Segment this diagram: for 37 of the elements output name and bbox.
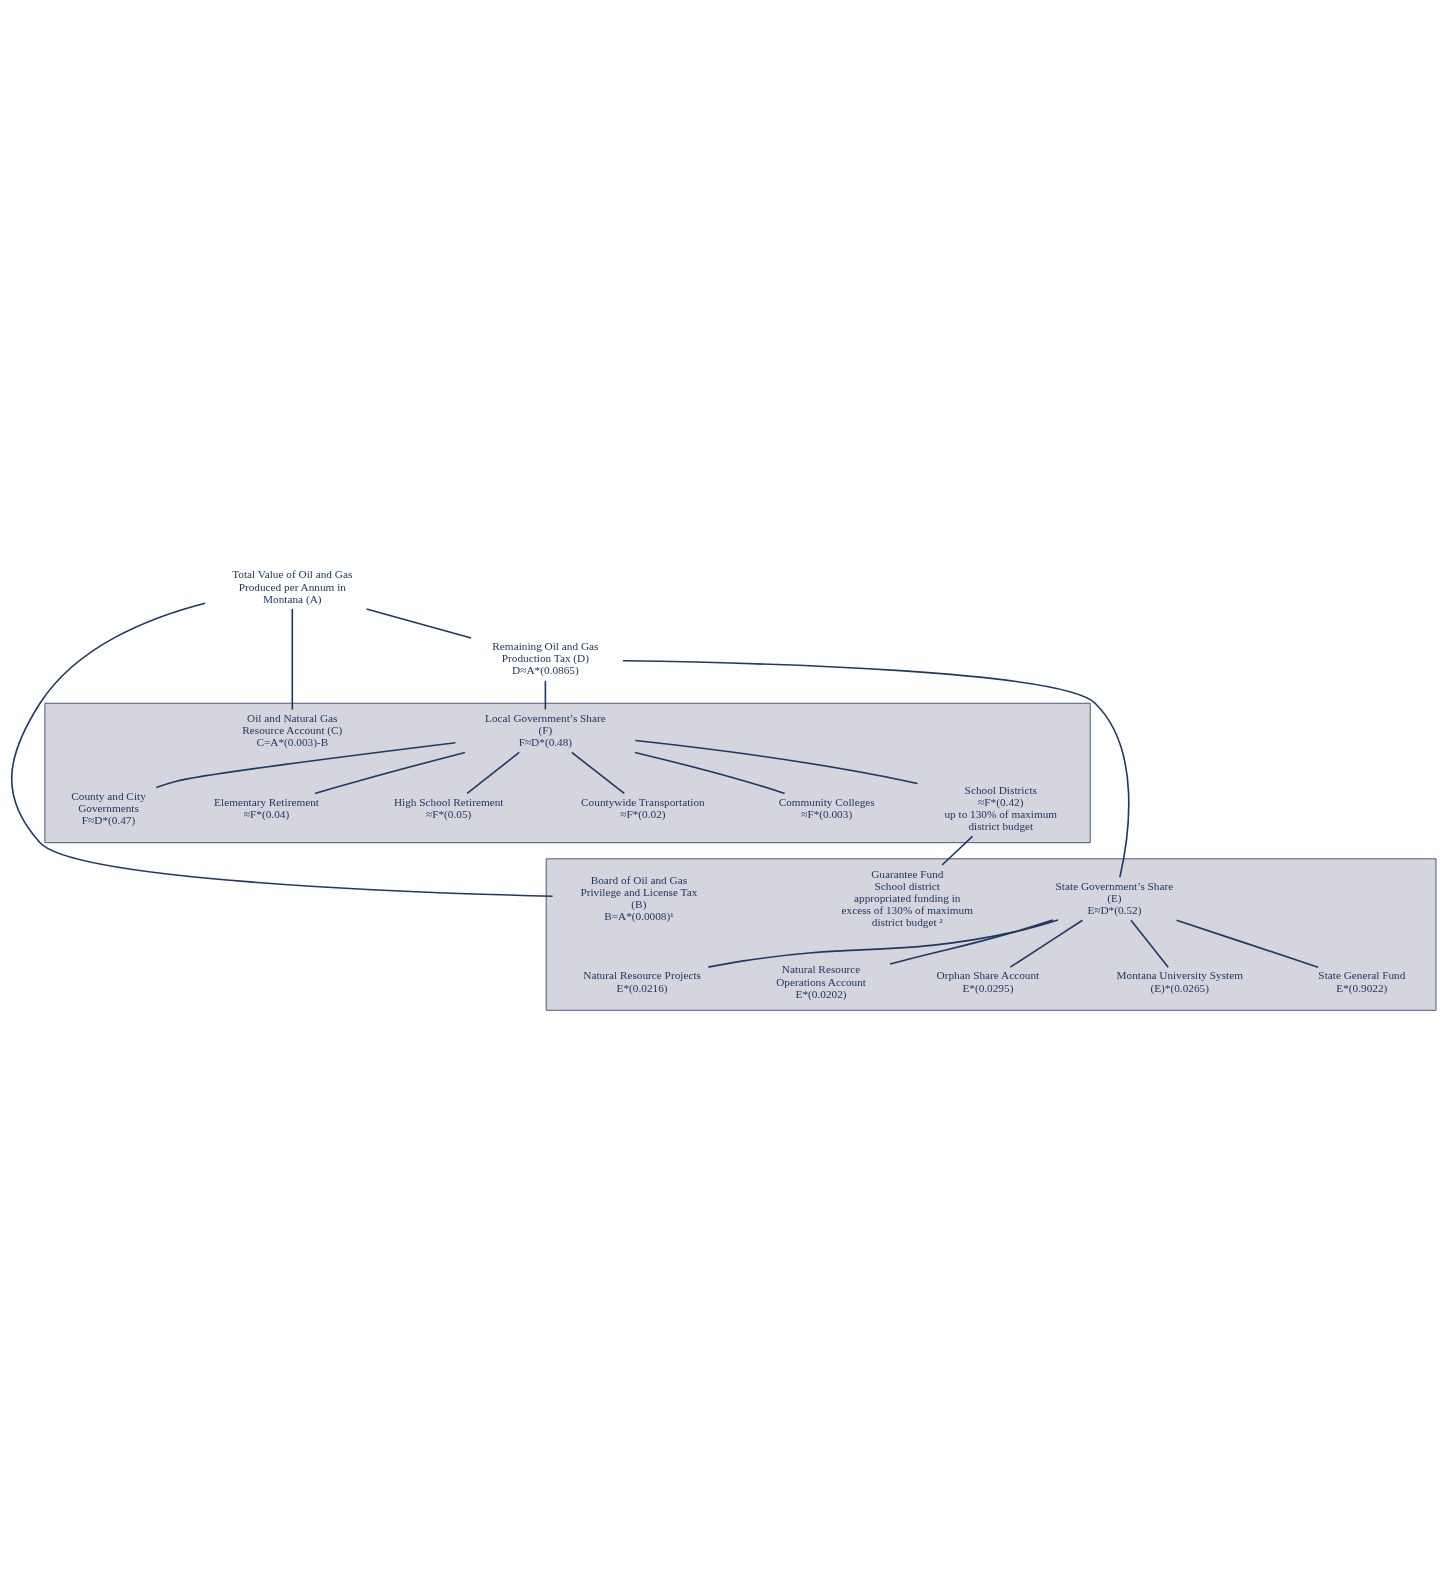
connector [707, 919, 1059, 968]
node-text: County and City Governments F≈D*(0.47) [71, 789, 146, 826]
node-text: Total Value of Oil and Gas Produced per Annum in Montana (A) [232, 568, 353, 605]
connector [155, 741, 457, 789]
node-text: Board of Oil and Gas Privilege and License Tax (B) B=A*(0.0008)¹ [580, 873, 698, 922]
node-text: Guarantee Fund School district appropriated funding in excess of 130% of maximum district budget ² [841, 867, 973, 928]
connector [466, 751, 521, 795]
node-text: Community Colleges ≈F*(0.003) [778, 795, 875, 820]
connector [11, 602, 554, 898]
node-text: Elementary Retirement ≈F*(0.04) [214, 795, 319, 820]
node-text: Remaining Oil and Gas Production Tax (D) D≈A*(0.0865) [492, 640, 599, 677]
connector [365, 608, 472, 639]
connector [941, 835, 974, 866]
node-text: State Government’s Share (E) E≈D*(0.52) [1055, 879, 1174, 916]
cluster [545, 858, 1437, 1011]
node-text: Natural Resource Operations Account E*(0.0202) [776, 963, 866, 1000]
connector [889, 919, 1054, 965]
connector [1130, 919, 1169, 968]
connector [1175, 919, 1319, 968]
node-text: Countywide Transportation ≈F*(0.02) [581, 795, 705, 820]
node-text: State General Fund E*(0.9022) [1318, 969, 1406, 994]
cluster [44, 702, 1091, 844]
connector [1009, 919, 1084, 968]
node-text: School Districts ≈F*(0.42) up to 130% of maximum district budget [944, 783, 1058, 832]
node-text: High School Retirement ≈F*(0.05) [393, 795, 504, 820]
connector [291, 608, 294, 711]
node-text: Local Government’s Share (F) F≈D*(0.48) [485, 711, 606, 749]
node-text: Orphan Share Account E*(0.0295) [936, 969, 1040, 994]
node-text: Montana University System (E)*(0.0265) [1116, 969, 1243, 994]
connector [634, 751, 786, 795]
connector [622, 660, 1130, 879]
connector [571, 751, 626, 795]
node-text: Oil and Natural Gas Resource Account (C) C=A*(0.003)-B [242, 711, 343, 749]
connector [314, 751, 466, 795]
connector [544, 679, 547, 711]
connector [634, 739, 919, 785]
node-text: Natural Resource Projects E*(0.0216) [583, 969, 701, 994]
